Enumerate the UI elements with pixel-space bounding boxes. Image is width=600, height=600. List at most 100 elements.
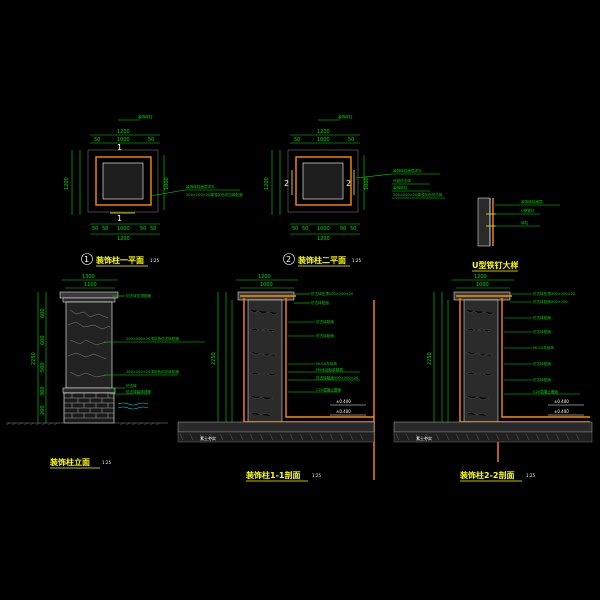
section1-level-1: ±0.400 [336,399,351,404]
plan1-dim-left: 1200 [64,177,70,190]
section1-note-2: 仿古砖贴面 [311,300,329,305]
elevation-note-3: 200×200×20浅灰色仿古砖贴面 [126,369,179,374]
section1-scale: 1:25 [312,473,321,478]
plan1-dim-bottom-total: 1200 [117,236,130,242]
detail-title: U型铁钉大样 [472,260,519,270]
plan2-dim-left: 1200 [264,177,270,190]
section2-title: 装饰柱2-2剖面 [459,470,514,480]
section1-note-6: M5水泥砂浆砌筑 [316,367,343,372]
plan2-dim-bottom-part-4: 50 [340,226,346,232]
plan2-note-right-4: 200×200×20厚浅灰色仿古砖 [393,192,443,197]
plan1-dim-bottom-part-5: 50 [150,226,156,232]
elevation-title: 装饰柱立面 [49,457,90,467]
section1-note-5: MU10灰砂砖 [316,361,337,366]
plan1-title-number: 1 [84,255,89,264]
detail-note-1: 装饰砖柱面层 [521,199,543,204]
section2-note-5: MU10灰砂砖 [533,345,554,350]
section2-dim-top-part: 1000 [476,282,489,288]
plan2-note-right-1: 装饰砖柱面层详见 [393,168,422,173]
plan2-note-right-2: 外贴仿古砖 [393,178,411,183]
elevation-dim-top-part: 1100 [84,282,97,288]
plan1-dim-bottom-part-3: 1000 [117,226,130,232]
section2-note-4: 仿古砖贴面 [533,329,551,334]
plan1-dim-right: 1000 [164,177,170,190]
plan2-mark-right: 2 [346,179,351,188]
plan1-dim-bottom-part-1: 50 [92,226,98,232]
plan2-dim-top-part-3: 50 [348,137,354,143]
detail-note-2: U型铁钉 [521,208,535,213]
plan2-dim-bottom-part-1: 50 [292,226,298,232]
plan-view-2: 装饰砖柱 1200 50 1000 50 1200 1000 2 2 50 50… [264,114,445,267]
elevation-dim-part-3: 500 [40,362,46,372]
elevation-note-2: 200×200×20浅灰色仿古砖贴面 [126,336,179,341]
plan-view-1: 装饰砖柱 1200 50 1000 50 1200 1000 1 1 50 50… [64,114,243,267]
detail-u-nail: 装饰砖柱面层 U型铁钉 砖柱 U型铁钉大样 [472,197,560,272]
section2-dim-height: 2250 [427,352,433,365]
elevation-note-4: 仿古砖 [126,383,137,388]
plan2-dim-right: 1000 [364,177,370,190]
elevation-note-5: 仿古砖装饰线条 [126,389,152,394]
plan2-title: 装饰柱二平面 [297,255,346,265]
section2-note-2: 仿古砖贴面200×200 [533,299,568,304]
plan1-dim-top-part-1: 50 [94,137,100,143]
section2-note-1: 仿古砖压顶200×200×20 [533,291,576,296]
elevation-dim-part-1: 600 [40,308,46,318]
section2-dim-top-total: 1200 [474,274,487,280]
section1-note-3: 仿古砖贴面 [316,319,334,324]
section1-note-7: 仿古砖贴面200×200×20 [316,375,359,380]
plan2-title-number: 2 [286,255,291,264]
section1-dim-height: 2250 [211,352,217,365]
plan2-dim-bottom-part-3: 1000 [317,226,330,232]
plan1-note-top: 装饰砖柱 [138,114,153,119]
plan1-scale: 1:25 [150,258,159,263]
section2-note-3: 仿古砖贴面 [533,315,551,320]
section2-note-7: 仿古砖贴面 [533,377,551,382]
plan2-dim-bottom-total: 1200 [317,236,330,242]
elevation-dim-part-4: 300 [40,386,46,396]
plan1-mark-top: 1 [117,143,122,152]
plan2-dim-bottom-part-2: 50 [302,226,308,232]
section1-title: 装饰柱1-1剖面 [245,470,300,480]
plan1-dim-top-part-3: 50 [148,137,154,143]
plan2-dim-bottom-part-5: 50 [350,226,356,232]
plan2-note-top: 装饰砖柱 [338,114,353,119]
elevation-dim-part-2: 600 [40,335,46,345]
section2-note-6: 仿古砖贴面 [533,361,551,366]
elevation-scale: 1:25 [102,460,111,465]
section1-ground-label: 素土夯实 [200,435,216,441]
elevation-view: 1300 1100 2250 [5,274,205,469]
section1-note-8: C20混凝土基础 [316,387,341,392]
detail-note-3: 砖柱 [521,220,529,225]
section1-dim-top-part: 1000 [260,282,273,288]
plan2-dim-top-part-1: 50 [294,137,300,143]
section-view-1: 1200 1000 素土夯实 2250 仿古砖压顶200×200×20 仿古砖贴… [177,274,375,482]
section2-note-8: C20混凝土基础 [533,389,558,394]
section1-dim-top-total: 1200 [258,274,271,280]
plan1-note-right-1: 装饰砖柱面层详见 [186,184,215,189]
plan2-dim-top-part-2: 1000 [317,137,330,143]
section2-level-2: ±0.400 [554,409,569,414]
section1-note-4: 仿古砖贴面 [316,333,334,338]
plan2-note-right-3: 装饰砖柱 [393,185,408,190]
plan2-scale: 1:25 [352,258,361,263]
section1-level-2: ±0.400 [336,409,351,414]
plan1-dim-bottom-part-2: 50 [102,226,108,232]
section2-scale: 1:25 [526,473,535,478]
plan2-dim-top-total: 1200 [317,129,330,135]
plan1-title: 装饰柱一平面 [95,255,144,265]
plan1-mark-bottom: 1 [117,214,122,223]
section2-ground-label: 素土夯实 [416,435,432,441]
section-view-2: 1200 1000 素土夯实 2250 仿古砖压顶200×200×20 仿古砖贴… [393,274,593,482]
plan2-mark-left: 2 [284,179,289,188]
plan1-dim-top-part-2: 1000 [117,137,130,143]
section2-level-1: ±0.400 [554,399,569,404]
elevation-dim-height: 2250 [31,352,37,365]
section1-note-1: 仿古砖压顶200×200×20 [311,291,354,296]
elevation-note-1: 仿古砖压顶贴面 [126,293,152,298]
plan1-note-right-2: 200×200×20厚浅灰色仿古砖贴面 [186,192,243,197]
elevation-dim-top-total: 1300 [82,274,95,280]
plan1-dim-top-total: 1200 [117,129,130,135]
elevation-dim-part-5: 200 [40,405,46,415]
plan1-dim-bottom-part-4: 50 [140,226,146,232]
